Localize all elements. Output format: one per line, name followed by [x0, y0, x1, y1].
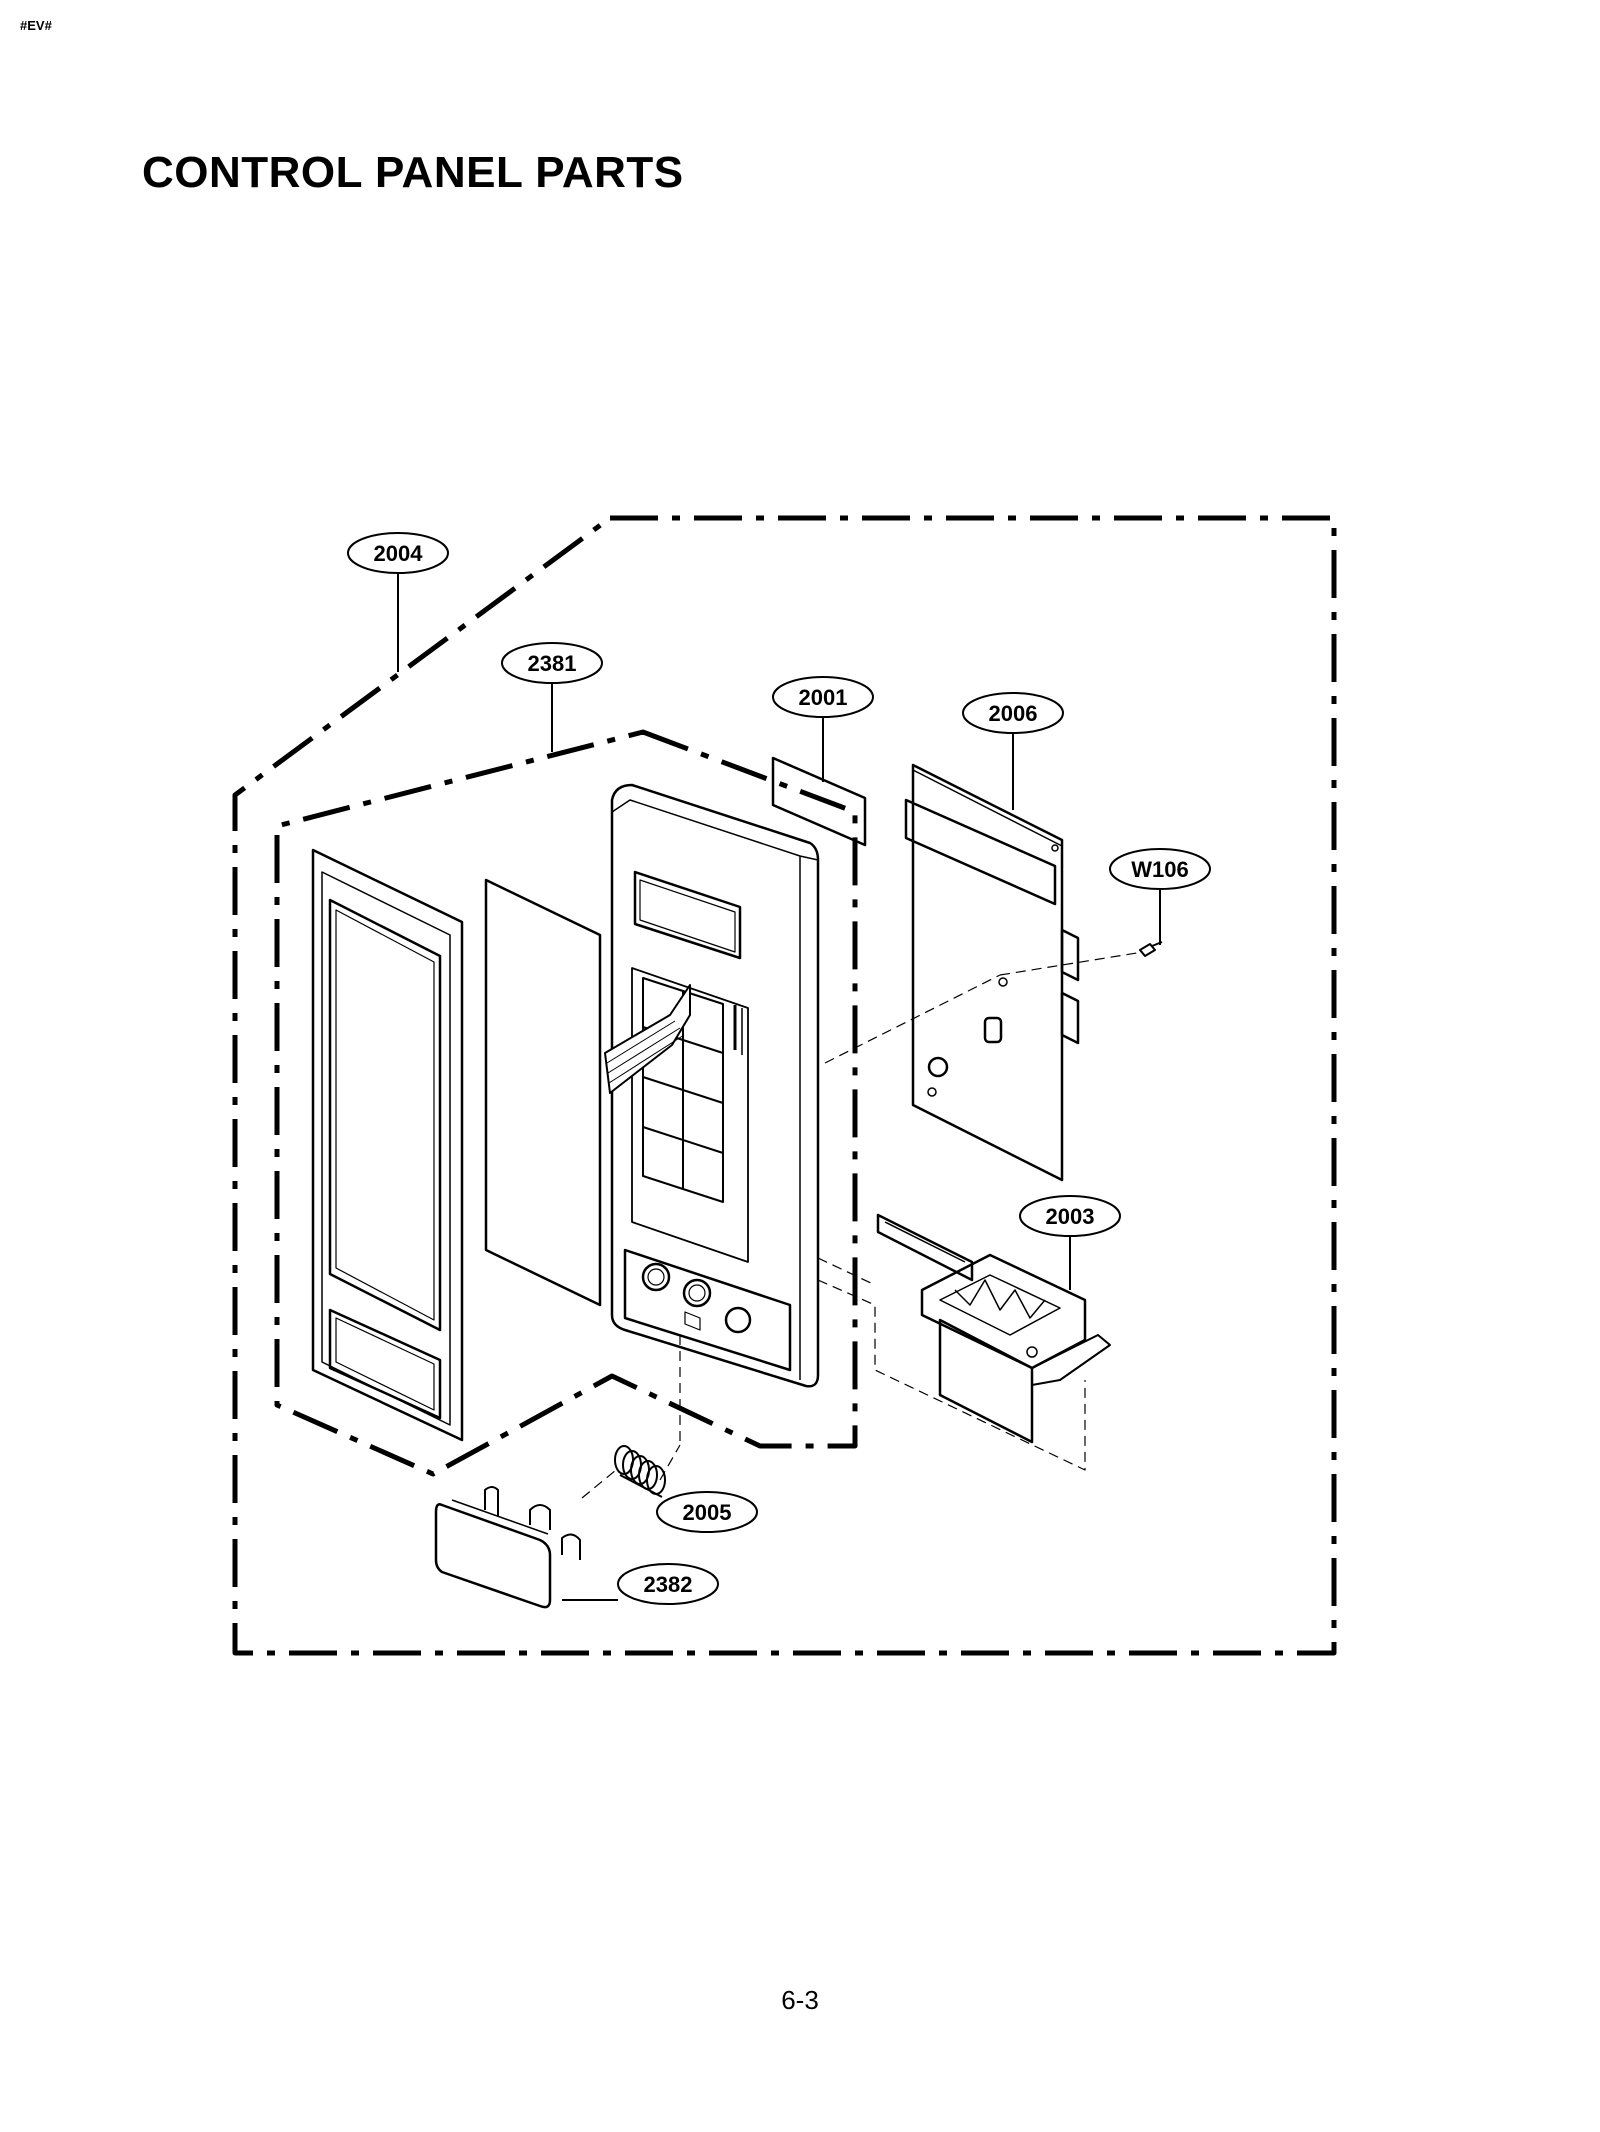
svg-text:2001: 2001 — [799, 685, 848, 710]
ribbon-cable — [604, 984, 691, 1094]
page-title: CONTROL PANEL PARTS — [142, 148, 684, 197]
callout-2382: 2382 — [617, 1563, 719, 1605]
document-tag: #EV# — [20, 18, 52, 33]
front-frame-part — [311, 848, 464, 1442]
svg-text:2004: 2004 — [374, 541, 424, 566]
callout-2005: 2005 — [656, 1491, 758, 1533]
outer-assembly-boundary — [232, 515, 1337, 1656]
control-panel-housing — [610, 783, 820, 1388]
svg-text:2003: 2003 — [1046, 1204, 1095, 1229]
svg-text:2006: 2006 — [989, 701, 1038, 726]
page-number: 6-3 — [781, 1985, 819, 2015]
push-button-part — [434, 1486, 581, 1609]
pcb-board-part — [904, 763, 1080, 1182]
callout-2381: 2381 — [501, 642, 603, 684]
svg-text:2382: 2382 — [644, 1572, 693, 1597]
window-sheet-part — [484, 878, 602, 1307]
callout-w106: W106 — [1109, 848, 1211, 890]
svg-text:W106: W106 — [1131, 857, 1188, 882]
callout-2003: 2003 — [1019, 1195, 1121, 1237]
inner-assembly-boundary — [274, 729, 858, 1477]
svg-text:2381: 2381 — [528, 651, 577, 676]
leader-lines — [397, 573, 1161, 1601]
svg-text:2005: 2005 — [683, 1500, 732, 1525]
spring-part — [614, 1445, 666, 1495]
callout-2004: 2004 — [347, 532, 449, 574]
assembly-guide-lines — [581, 951, 1144, 1499]
callout-2006: 2006 — [962, 692, 1064, 734]
screw-part — [1139, 941, 1163, 957]
callout-2001: 2001 — [772, 676, 874, 718]
latch-lever-part — [876, 1213, 1111, 1444]
label-film-part — [771, 756, 867, 847]
